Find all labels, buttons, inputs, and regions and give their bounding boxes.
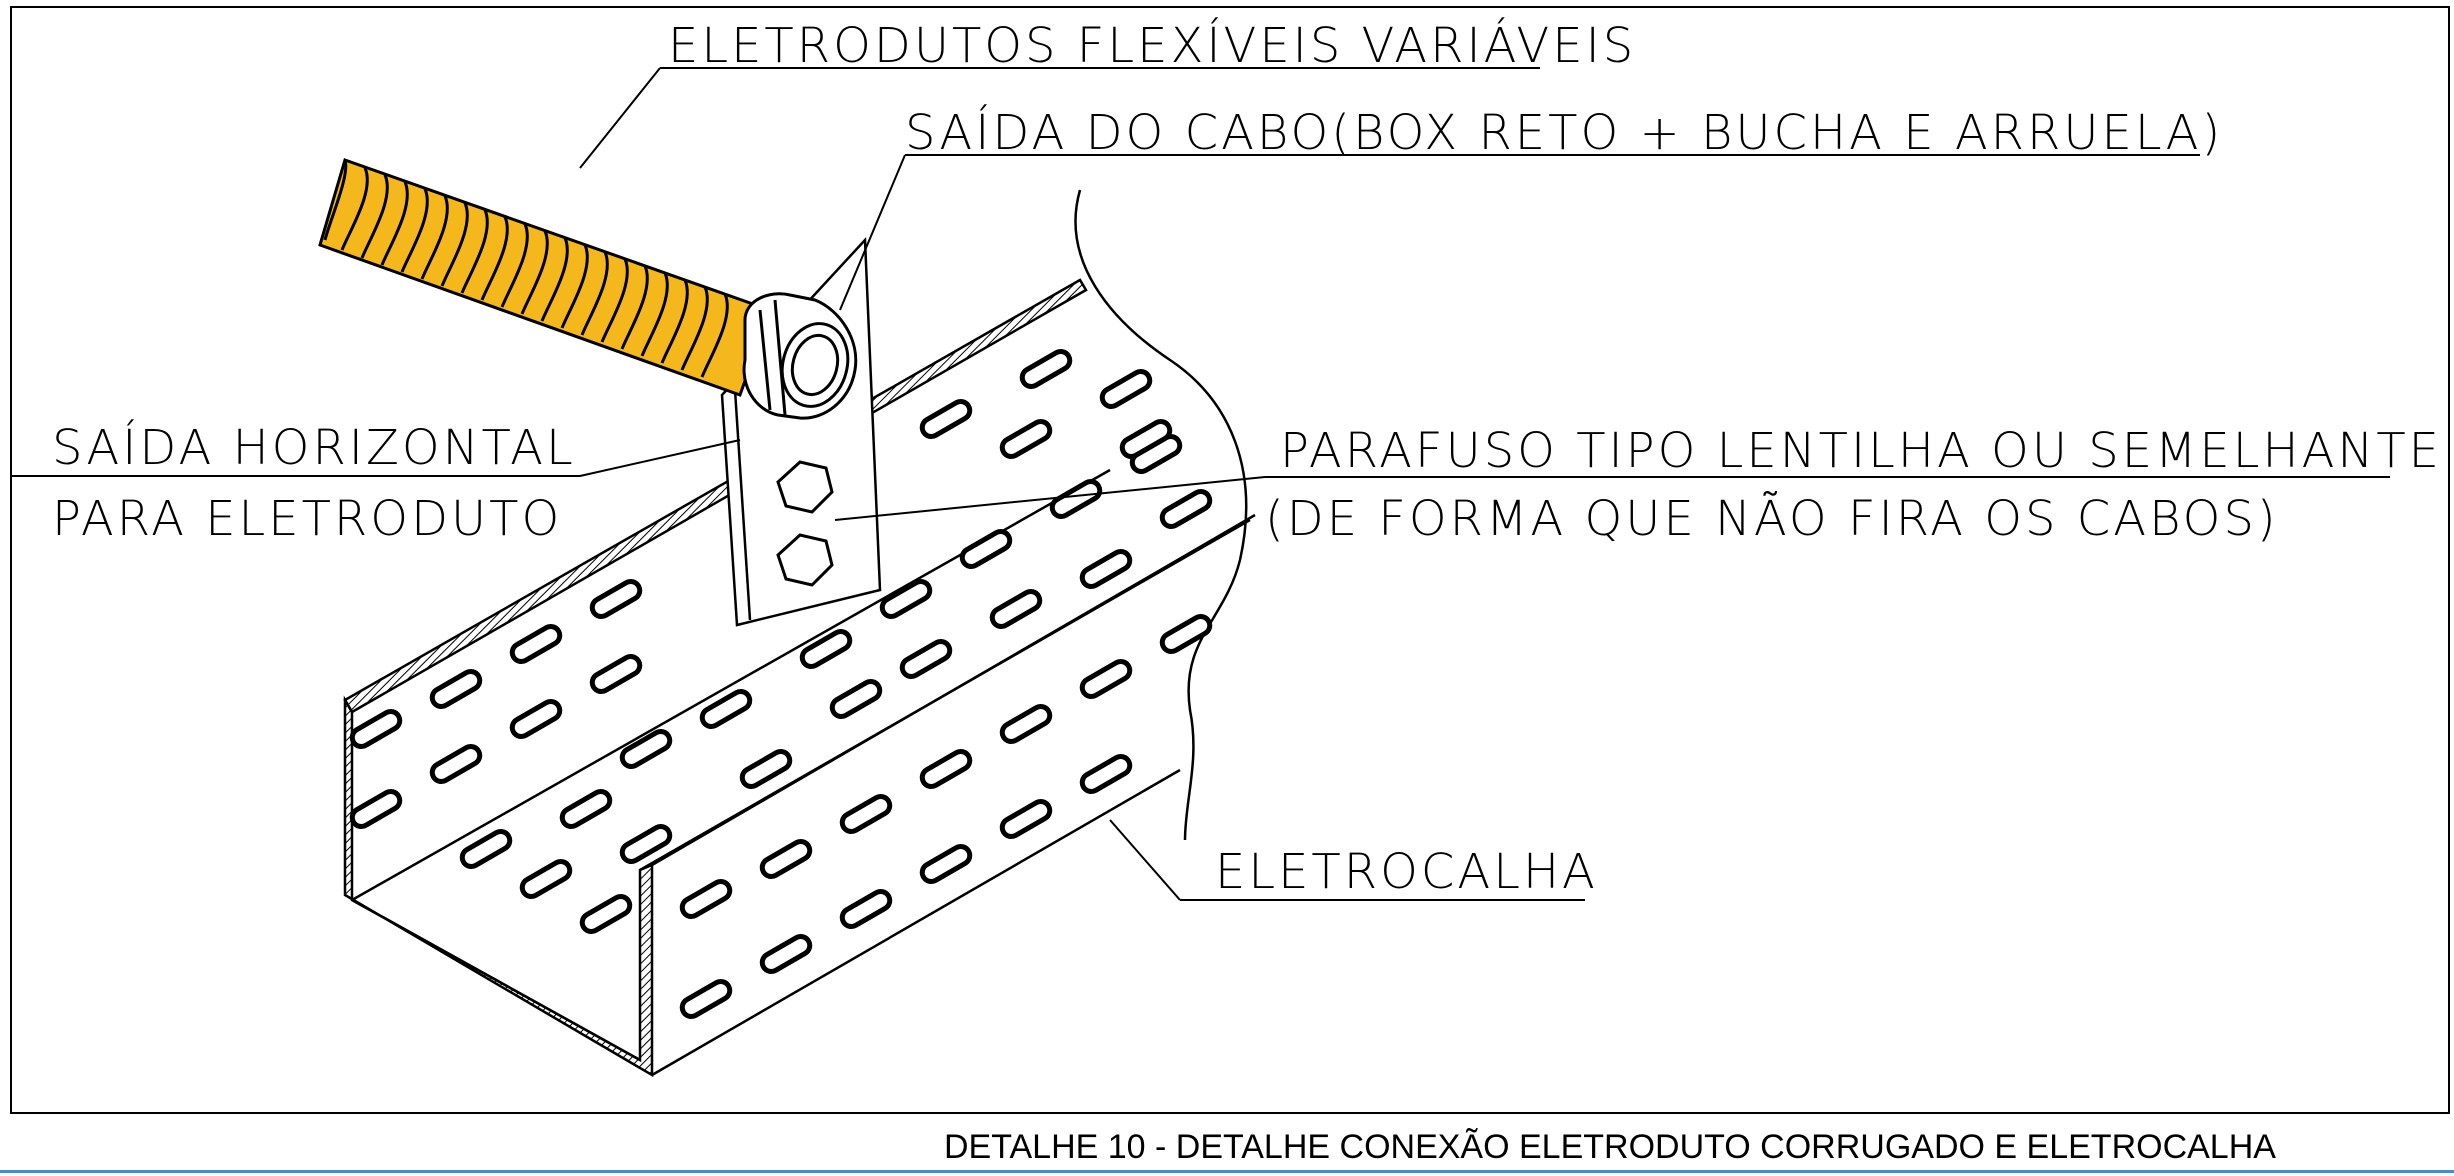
detail-diagram: ELETRODUTOS FLEXÍVEIS VARIÁVEIS SAÍDA DO…	[10, 17, 2442, 1078]
label-horizontal-exit-line2: PARA ELETRODUTO	[52, 491, 562, 547]
label-horizontal-exit-line1: SAÍDA HORIZONTAL	[52, 419, 576, 476]
break-line	[1074, 189, 1248, 841]
screws	[776, 460, 834, 587]
flexible-conduit	[318, 158, 772, 397]
conduit-bushing	[742, 292, 858, 420]
leader-lines	[10, 67, 2390, 901]
label-screw-line2: (DE FORMA QUE NÃO FIRA OS CABOS)	[1265, 491, 2279, 547]
label-cable-exit: SAÍDA DO CABO(BOX RETO + BUCHA E ARRUELA…	[905, 104, 2223, 161]
label-flexible-conduits: ELETRODUTOS FLEXÍVEIS VARIÁVEIS	[668, 17, 1636, 74]
label-cable-tray: ELETROCALHA	[1215, 844, 1598, 900]
label-screw-line1: PARAFUSO TIPO LENTILHA OU SEMELHANTE	[1280, 423, 2442, 479]
detail-caption: DETALHE 10 - DETALHE CONEXÃO ELETRODUTO …	[944, 1128, 2276, 1166]
drawing-frame	[10, 6, 2450, 1114]
tray-slots	[349, 348, 1213, 1019]
bottom-accent-rule	[0, 1170, 2454, 1173]
